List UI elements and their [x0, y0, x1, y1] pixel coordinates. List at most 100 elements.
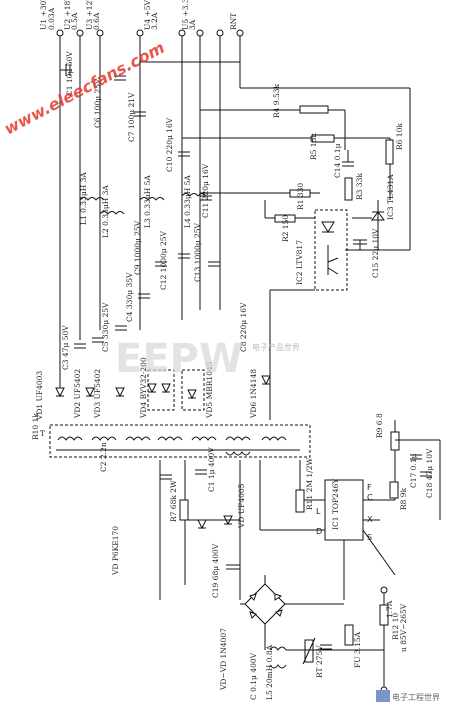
optocoupler-ic2 [269, 209, 348, 420]
vd1-label: VD1 UF4003 [35, 371, 44, 421]
l2-label: L2 0.33μH 3A [101, 185, 110, 238]
svg-text:电子产品世界: 电子产品世界 [252, 342, 300, 352]
pin-s-label: S [367, 533, 372, 542]
r8-resistor [389, 481, 399, 499]
c17-label: C17 0.1μ [409, 453, 418, 488]
l5-inductor [269, 646, 287, 651]
r4-resistor [299, 105, 329, 114]
watermark-eepw: EEPW 电子产品世界 [115, 336, 300, 382]
fu-label: FU 3.15A [353, 631, 362, 668]
out-u2-sub: 0.5A [70, 12, 79, 30]
lf-current-label: 1.7A [385, 600, 394, 618]
l5-label: L5 20mH 0.8A [265, 644, 274, 700]
r3-resistor [344, 177, 353, 201]
tl431-symbol [371, 211, 385, 224]
r9-label: R9 6.8 [375, 413, 384, 438]
out-u5-sub: 3A [188, 19, 197, 30]
rectifier-diodes [55, 369, 271, 411]
r9-resistor [390, 431, 400, 451]
vdz-label: VD P6KE170 [111, 526, 120, 576]
r3-label: R3 33k [355, 173, 364, 200]
c1-label: C1 1μ 400V [207, 447, 216, 492]
l1-label: L1 0.33μH 3A [79, 172, 88, 225]
ic3-label: IC3 TL431A [386, 174, 395, 220]
output-terminals [56, 29, 244, 37]
c12-label: C12 1000μ 25V [159, 230, 168, 290]
c5-label: C5 330μ 25V [101, 302, 110, 352]
r4-label: R4 9.53k [272, 83, 281, 118]
vdc-label: VD UF4005 [237, 483, 246, 529]
c7-label: C7 100μ 21V [127, 92, 136, 142]
out-rnt-label: RNT [229, 13, 238, 30]
output-rails [59, 36, 411, 395]
ic1-topswitch [259, 420, 441, 600]
out-u3-sub: 0.6A [92, 12, 101, 30]
fuse [344, 624, 354, 646]
vd3-label: VD3 UF5402 [93, 369, 102, 419]
input-filter [269, 586, 389, 694]
l3-inductor [139, 197, 165, 201]
c14-label: C14 0.1μ [333, 143, 342, 178]
out-u4-sub: 3.2A [150, 12, 159, 30]
pin-l-label: L [316, 507, 321, 516]
r10-label: R10 1k [31, 413, 40, 440]
c15-label: C15 22μ 10V [371, 228, 380, 278]
ac-input-label: u 85V~265V [399, 603, 408, 652]
c11-label: C11 220μ 16V [201, 163, 210, 218]
r1-label: R1 330 [296, 183, 305, 210]
c19-label: C19 68μ 400V [211, 543, 220, 598]
l1-inductor [79, 197, 105, 201]
l2-inductor [99, 211, 125, 215]
r7-label: R7 68k 2W [169, 480, 178, 522]
vd4-label: VD4 BYV32-200 [139, 357, 148, 419]
bridge-rectifier [240, 575, 344, 650]
pin-x-label: X [367, 515, 373, 524]
c4-label: C4 330μ 35V [125, 272, 134, 322]
vd6-label: VD6 1N4148 [249, 369, 258, 419]
c9-label: C9 1000μ 25V [133, 220, 142, 275]
c3-label: C3 47μ 50V [61, 325, 70, 370]
r5-label: R5 15k [309, 133, 318, 160]
watermark-dzsc: 电子工程世界 [392, 692, 440, 702]
out-u2-label: U2 +18V [63, 0, 72, 30]
l4-inductor [181, 193, 207, 197]
ic1-label: IC1 TOP246Y [331, 478, 340, 530]
rt-label: RT 275V [315, 645, 324, 678]
vd5-label: VD5 MBR1045 [205, 361, 214, 419]
c10-label: C10 220μ 16V [165, 117, 174, 172]
r8-label: R8 9k [399, 487, 408, 510]
r7-resistor [179, 499, 189, 521]
pin-f-label: F [367, 483, 372, 492]
cx-label: C 0.1μ 400V [249, 652, 258, 700]
r2-label: R2 150 [281, 215, 290, 242]
pin-c-label: C [367, 493, 373, 502]
vd2-label: VD2 UF5402 [73, 369, 82, 419]
r11-label: R11 2M 1/2W [305, 458, 314, 510]
c13-label: C13 1000μ 25V [193, 222, 202, 282]
bridge-label: VD~VD 1N4007 [219, 628, 228, 691]
transformer-t [49, 424, 311, 458]
t-label: T [40, 429, 45, 438]
out-u4-label: U4 +5V [143, 0, 152, 30]
r6-label: R6 10k [395, 123, 404, 150]
primary-clamp [159, 460, 241, 600]
r6-resistor [385, 139, 394, 165]
out-u5-label: U5 +3.3V [181, 0, 190, 30]
c6-label: C6 100μ 25V [93, 78, 102, 128]
watermark-logo-icon [376, 690, 390, 702]
ic2-label: IC2 LTV817 [295, 240, 304, 285]
svg-text:EEPW: EEPW [115, 336, 243, 382]
feedback-network [182, 105, 410, 251]
l3-label: L3 0.33μH 5A [143, 175, 152, 228]
output-filters [60, 64, 220, 349]
watermark-site: www.eleecfans.com [1, 38, 168, 139]
out-u1-label: U1 +30V [39, 0, 48, 30]
ac-terminal-1 [380, 586, 388, 594]
r12-label: R12 10 [391, 613, 400, 640]
pin-d-label: D [316, 527, 322, 536]
c-out1-label: C1 10μ 50V [65, 51, 74, 96]
r11-resistor [295, 489, 305, 513]
c8-label: C8 220μ 16V [239, 302, 248, 352]
c18-label: C18 47μ 10V [425, 448, 434, 498]
